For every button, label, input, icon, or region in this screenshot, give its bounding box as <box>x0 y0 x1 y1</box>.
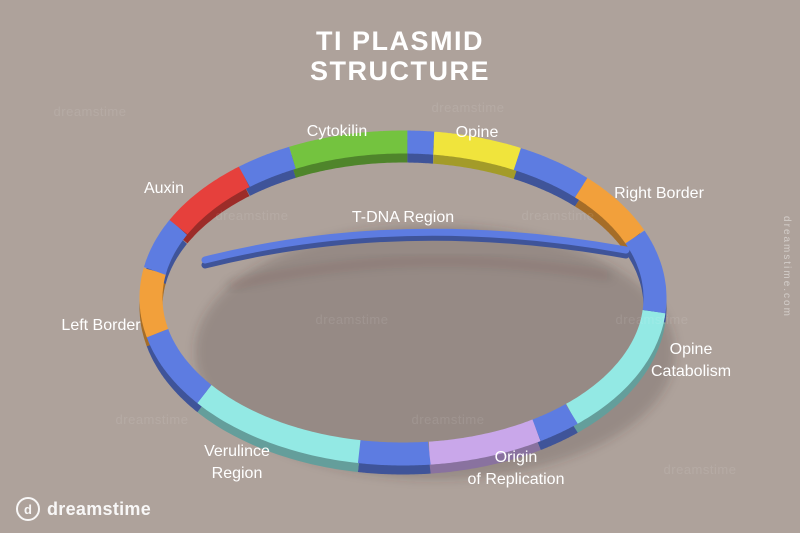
title-line2: STRUCTURE <box>310 56 490 87</box>
label-auxin: Auxin <box>143 180 185 197</box>
plasmid-segment-backbone <box>532 404 578 441</box>
plasmid-segment-backbone <box>238 146 296 187</box>
t-dna-arc <box>201 233 630 269</box>
watermark-tile: dreamstime <box>411 412 485 427</box>
plasmid-segment-origin-of-replication <box>428 419 541 465</box>
label-opine-catabolism: Opine Catabolism <box>650 341 732 380</box>
watermark-tile: dreamstime <box>215 208 289 223</box>
label-cytokilin: Cytokilin <box>306 123 368 140</box>
watermark-tile: dreamstime <box>431 100 505 115</box>
plasmid-segment-backbone <box>357 440 431 466</box>
plasmid-segment-left-border <box>139 268 169 338</box>
label-verulince-region: Verulince Region <box>204 443 270 482</box>
watermark-tile: dreamstime <box>53 104 127 119</box>
plasmid-segment-backbone <box>513 148 588 198</box>
plasmid-segment-backbone <box>407 130 436 155</box>
title-line1: TI PLASMID <box>316 26 484 56</box>
label-left-border: Left Border <box>61 317 141 334</box>
plasmid-segment-cytokilin <box>289 130 408 169</box>
plasmid-segment-opine <box>433 131 521 171</box>
label-origin-of-replication: Origin of Replication <box>467 449 565 488</box>
dreamstime-brand-text: dreamstime <box>47 498 152 519</box>
t-dna-arc-shadow <box>227 258 611 289</box>
watermark-tile: dreamstime <box>663 462 737 477</box>
label-right-border: Right Border <box>614 185 704 202</box>
dreamstime-logo: d dreamstime <box>16 497 151 521</box>
plasmid-segment-backbone <box>146 329 212 404</box>
watermark-tile: dreamstime <box>115 412 189 427</box>
plasmid-segment-backbone <box>625 230 667 314</box>
watermark-tile: dreamstime <box>521 208 595 223</box>
label-t-dna-region: T-DNA Region <box>351 209 455 226</box>
t-dna-arc <box>201 228 630 264</box>
label-opine: Opine <box>455 124 499 141</box>
watermark-tile: dreamstime <box>315 312 389 327</box>
plasmid-segment-backbone <box>143 219 188 275</box>
dreamstime-d-icon: d <box>16 497 40 521</box>
plasmid-segment-opine-catabolism <box>566 310 666 425</box>
plasmid-segment-auxin <box>169 166 250 235</box>
watermark-tile: dreamstime <box>615 312 689 327</box>
plasmid-segment-verulince-region <box>197 384 361 464</box>
plasmid-segment-right-border <box>574 178 645 245</box>
watermark-site-credit: dreamstime.com <box>781 215 792 318</box>
